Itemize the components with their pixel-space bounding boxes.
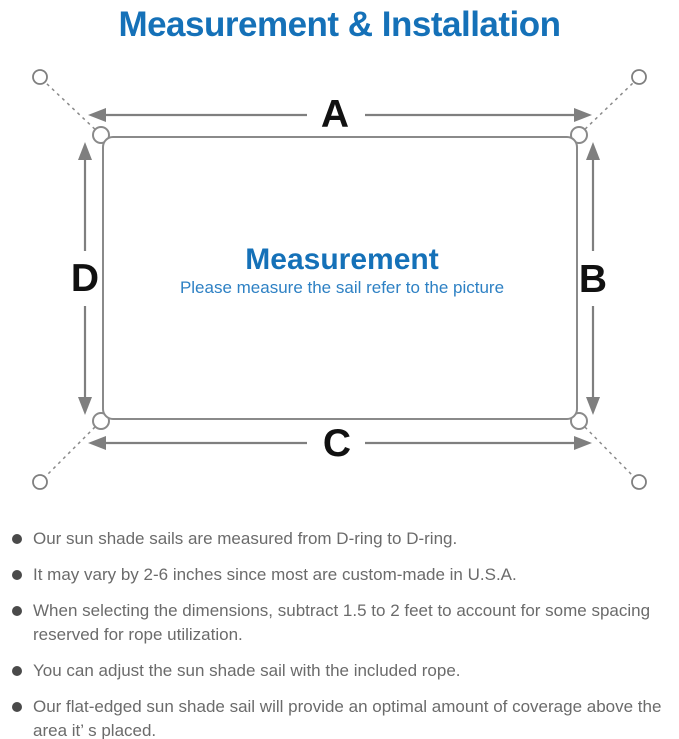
note-text: When selecting the dimensions, subtract … — [33, 601, 651, 644]
note-text: You can adjust the sun shade sail with t… — [33, 661, 461, 680]
list-item: Our sun shade sails are measured from D-… — [12, 527, 665, 551]
list-item: Our flat-edged sun shade sail will provi… — [12, 695, 665, 739]
arrow-c — [88, 436, 592, 450]
anchor-point-bottom-left — [32, 474, 48, 490]
list-item: You can adjust the sun shade sail with t… — [12, 659, 665, 683]
edge-label-a: A — [321, 93, 349, 136]
edge-label-b: B — [579, 258, 607, 301]
d-ring-top-right — [570, 126, 588, 144]
note-text: It may vary by 2-6 inches since most are… — [33, 565, 517, 584]
sail-rectangle — [102, 136, 578, 420]
anchor-point-top-left — [32, 69, 48, 85]
list-item: When selecting the dimensions, subtract … — [12, 599, 665, 647]
list-item: It may vary by 2-6 inches since most are… — [12, 563, 665, 587]
diagram-center-title: Measurement — [245, 243, 438, 276]
anchor-point-top-right — [631, 69, 647, 85]
note-text: Our flat-edged sun shade sail will provi… — [33, 697, 662, 739]
d-ring-top-left — [92, 126, 110, 144]
rope-line-bottom-left — [45, 421, 101, 477]
diagram-center-subtitle: Please measure the sail refer to the pic… — [180, 278, 504, 297]
bullet-icon — [12, 570, 22, 580]
d-ring-bottom-right — [570, 412, 588, 430]
anchor-point-bottom-right — [631, 474, 647, 490]
bullet-icon — [12, 666, 22, 676]
page-title: Measurement & Installation — [118, 5, 561, 44]
bullet-icon — [12, 534, 22, 544]
rope-line-bottom-right — [579, 421, 634, 477]
notes-list: Our sun shade sails are measured from D-… — [0, 527, 679, 739]
measurement-diagram: A B C D Measurement Please measure the s… — [32, 69, 647, 490]
arrow-b — [586, 142, 600, 415]
note-text: Our sun shade sails are measured from D-… — [33, 529, 458, 548]
edge-label-d: D — [71, 257, 99, 300]
d-ring-bottom-left — [92, 412, 110, 430]
arrow-a — [88, 108, 592, 122]
bullet-icon — [12, 702, 22, 712]
arrow-d — [78, 142, 92, 415]
rope-line-top-right — [579, 82, 634, 135]
bullet-icon — [12, 606, 22, 616]
rope-line-top-left — [45, 82, 101, 135]
edge-label-c: C — [323, 422, 351, 465]
